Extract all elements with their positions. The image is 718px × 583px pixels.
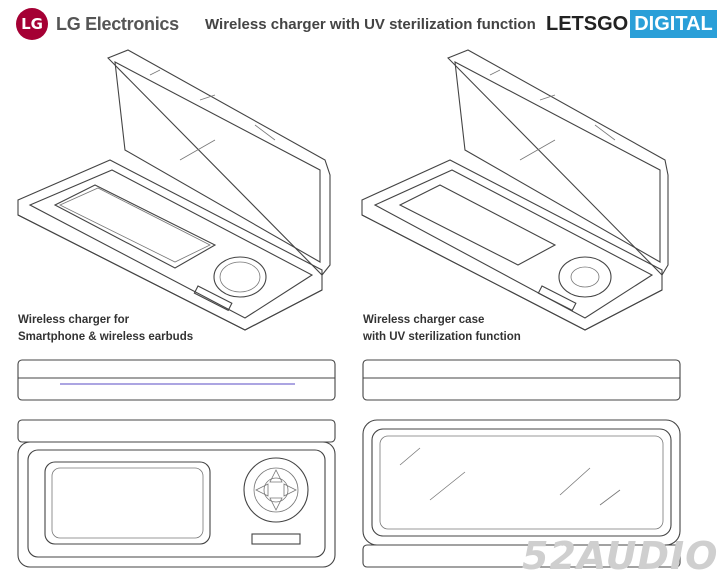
brand-name: LG Electronics (56, 14, 179, 34)
drawing-side-view-right (362, 359, 681, 401)
drawing-open-case-with-phone (17, 49, 331, 331)
caption-right-line1: Wireless charger case (363, 314, 485, 326)
caption-left: Wireless charger for Smartphone & wirele… (18, 312, 193, 346)
watermark: 52AUDIO (522, 534, 718, 578)
drawing-open-case-empty (361, 49, 669, 331)
caption-left-line1: Wireless charger for (18, 314, 130, 326)
lg-logo-glyph: LG (21, 15, 43, 33)
drawing-top-view-lid (362, 419, 681, 568)
drawing-top-view-interior (17, 419, 336, 568)
site-logo-part2: DIGITAL (630, 10, 717, 38)
page-title: Wireless charger with UV sterilization f… (205, 16, 536, 33)
caption-left-line2: Smartphone & wireless earbuds (18, 331, 194, 343)
lg-logo: LG (16, 8, 48, 40)
caption-right: Wireless charger case with UV sterilizat… (363, 312, 521, 346)
patent-drawings (17, 49, 681, 568)
letsgo-digital-logo: LETSGO DIGITAL (546, 10, 717, 38)
caption-right-line2: with UV sterilization function (363, 331, 521, 343)
site-logo-part1: LETSGO (546, 12, 629, 35)
drawing-side-view-left (17, 359, 336, 401)
